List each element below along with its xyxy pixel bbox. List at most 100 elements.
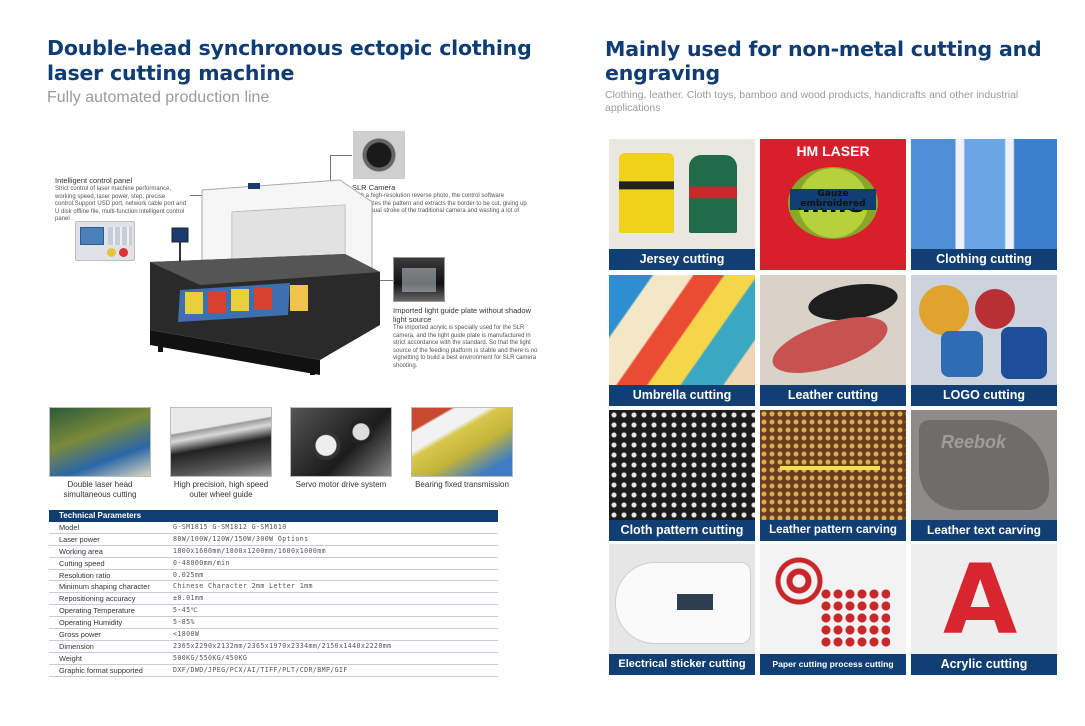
applications-title: Mainly used for non-metal cutting and en… — [605, 37, 1042, 85]
param-value: DXF/DWD/JPEG/PCX/AI/TIFF/PLT/CDR/BMP/GIF — [173, 665, 348, 674]
param-name: Operating Humidity — [59, 618, 123, 628]
callout-light-plate: Imported light guide plate without shado… — [393, 306, 543, 370]
panel-red-button — [119, 248, 128, 257]
tile-caption: Cloth pattern cutting — [609, 520, 755, 541]
param-value: 5-45℃ — [173, 606, 199, 615]
tile-caption: Umbrella cutting — [609, 385, 755, 406]
logo-badge-image — [941, 331, 983, 377]
tile-caption: Paper cutting process cutting — [760, 654, 906, 675]
paper-cut-pattern-image — [820, 588, 890, 648]
callout-slr-camera-title: SLR Camera — [352, 183, 396, 192]
leader-line — [330, 155, 352, 156]
tile-caption: Clothing cutting — [911, 249, 1057, 270]
panel-screen — [80, 227, 104, 245]
param-name: Operating Temperature — [59, 606, 135, 616]
tile-cloth-pattern-cutting: Cloth pattern cutting — [609, 410, 755, 541]
slr-camera-image — [353, 131, 405, 179]
tile-logo-cutting: LOGO cutting — [911, 275, 1057, 406]
applications-grid: Jersey cutting HM LASER mile Gauze embro… — [609, 139, 1057, 675]
table-row: Resolution ratio 0.025mm — [49, 570, 498, 582]
table-row: Weight 500KG/550KG/450KG — [49, 653, 498, 665]
tile-caption: Leather cutting — [760, 385, 906, 406]
tile-caption: Acrylic cutting — [911, 654, 1057, 675]
param-value: 0-48000mm/min — [173, 558, 230, 567]
tile-caption: Electrical sticker cutting — [609, 654, 755, 675]
machine-title: Double-head synchronous ectopic clothing… — [47, 36, 532, 85]
reebok-engraved-text: Reebok — [941, 432, 1007, 452]
tile-paper-cutting: Paper cutting process cutting — [760, 544, 906, 675]
feature-caption: Double laser head simultaneous cutting — [63, 480, 137, 499]
feature-caption: Bearing fixed transmission — [415, 480, 509, 489]
table-row: Repositioning accuracy±0.01mm — [49, 593, 498, 606]
param-name: Cutting speed — [59, 558, 105, 568]
table-row: Operating Temperature 5-45℃ — [49, 605, 498, 618]
tile-caption: Leather text carving — [911, 520, 1057, 541]
tile-electrical-sticker-cutting: Electrical sticker cutting — [609, 544, 755, 675]
tile-acrylic-cutting: A Acrylic cutting — [911, 544, 1057, 675]
param-value: 2365x2290x2132mm/2365x1970x2334mm/2150x1… — [173, 641, 392, 650]
tile-caption: Gauze embroidered beads cutting — [790, 189, 876, 210]
leader-line — [330, 155, 331, 185]
param-name: Weight — [59, 653, 82, 663]
callout-light-plate-title: Imported light guide plate without shado… — [393, 306, 532, 324]
feature-photo — [49, 407, 151, 477]
tile-gauze-beads-cutting: HM LASER mile Gauze embroidered beads cu… — [760, 139, 906, 270]
feature-photo — [411, 407, 513, 477]
table-row: Cutting speed 0-48000mm/min — [49, 558, 498, 570]
callout-control-panel: Intelligent control panel Strict control… — [55, 176, 191, 224]
param-value: 5-85% — [173, 618, 195, 627]
param-value: G-SM1815 G-SM1812 G-SM1610 — [173, 523, 287, 531]
feature-double-laser-head: Double laser head simultaneous cutting — [49, 407, 151, 499]
tile-leather-cutting: Leather cutting — [760, 275, 906, 406]
yellow-strip-image — [780, 466, 880, 470]
table-row: Operating Humidity 5-85% — [49, 617, 498, 630]
tile-caption: Jersey cutting — [609, 249, 755, 270]
param-value: 1800x1600mm/1800x1200mm/1600x1000mm — [173, 546, 326, 555]
param-value: 500KG/550KG/450KG — [173, 653, 248, 662]
table-row: Laser power 80W/100W/120W/150W/300W Optio… — [49, 534, 498, 546]
jersey-image — [619, 153, 674, 233]
feature-servo-motor: Servo motor drive system — [290, 407, 392, 490]
tile-jersey-cutting: Jersey cutting — [609, 139, 755, 270]
feature-photo — [290, 407, 392, 477]
table-row: Gross power<1800W — [49, 629, 498, 641]
param-name: Gross power — [59, 630, 101, 640]
callout-control-panel-title: Intelligent control panel — [55, 176, 133, 185]
param-value: 80W/100W/120W/150W/300W Options — [173, 534, 309, 543]
tile-umbrella-cutting: Umbrella cutting — [609, 275, 755, 406]
logo-badge-image — [1001, 327, 1047, 379]
applications-subtitle: Clothing, leather. Cloth toys, bamboo an… — [605, 89, 1019, 114]
param-value: Chinese Character 2mm Letter 1mm — [173, 582, 313, 591]
control-panel-image — [75, 221, 135, 261]
logo-badge-image — [919, 285, 969, 335]
tile-caption: LOGO cutting — [911, 385, 1057, 406]
feature-outer-wheel-guide: High precision, high speed outer wheel g… — [170, 407, 272, 499]
feature-photo — [170, 407, 272, 477]
vest-image — [689, 155, 737, 233]
lcd-display-image — [677, 594, 713, 610]
machine-subtitle: Fully automated production line — [47, 89, 270, 106]
param-name: Laser power — [59, 534, 100, 544]
tile-caption: Leather pattern carving — [760, 520, 906, 541]
laser-cutting-machine-illustration — [150, 179, 380, 375]
param-name: Resolution ratio — [59, 570, 111, 580]
tile-clothing-cutting: Clothing cutting — [911, 139, 1057, 270]
feature-caption: Servo motor drive system — [295, 480, 387, 489]
logo-badge-image — [975, 289, 1015, 329]
hm-laser-logo-text: HM LASER — [796, 143, 870, 159]
paper-cut-rosette-image — [770, 552, 828, 610]
feature-caption: High precision, high speed outer wheel g… — [173, 480, 269, 499]
feature-bearing-transmission: Bearing fixed transmission — [411, 407, 513, 490]
tile-leather-text-carving: Reebok Leather text carving — [911, 410, 1057, 541]
technical-parameters-header: Technical Parameters — [49, 510, 498, 522]
gray-leather-image — [919, 420, 1049, 510]
panel-yellow-button — [107, 248, 116, 257]
param-value: 0.025mm — [173, 570, 204, 579]
callout-light-plate-text: The imported acrylic is specially used f… — [393, 325, 538, 369]
tile-leather-pattern-carving: Leather pattern carving — [760, 410, 906, 541]
acrylic-letter-image: A — [943, 544, 1018, 656]
